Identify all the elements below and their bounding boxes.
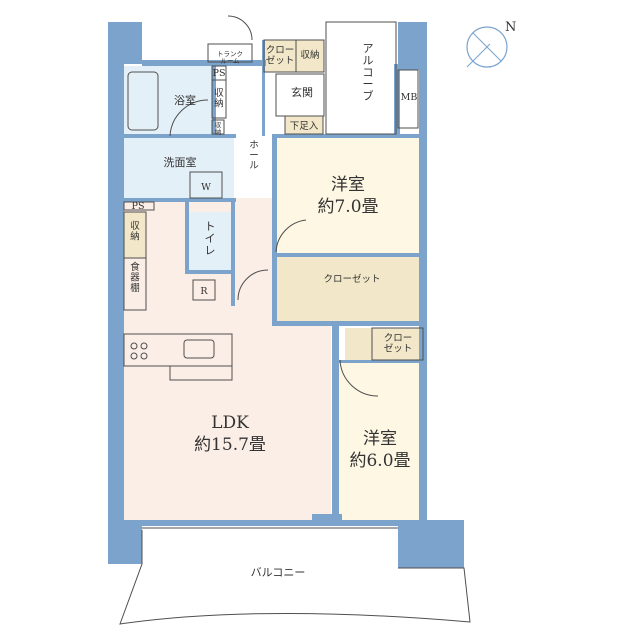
mb-label: MB (401, 92, 418, 103)
compass-axis (472, 32, 502, 62)
fridge-box (192, 279, 216, 301)
storage-small-box (211, 119, 225, 135)
genkan-label: 玄関 (291, 85, 313, 99)
stove-burner-1 (130, 342, 138, 350)
compass-north-icon: N (466, 20, 516, 68)
western1-size: 約7.0畳 (317, 197, 378, 217)
storage-bath-box (211, 79, 227, 119)
ps-mid-label: PS (132, 201, 145, 212)
door-swing-west1 (275, 219, 307, 253)
plan-details (119, 15, 471, 625)
wall-west2-top (339, 360, 423, 363)
kitchen-island (169, 365, 233, 381)
door-swing-entry (227, 15, 253, 41)
trunk-room-label: トランクルーム (217, 50, 243, 65)
wall-toilet-left (185, 202, 189, 274)
door-swing-bath (169, 99, 209, 137)
mb-box (397, 69, 419, 129)
closet-top-floor (264, 40, 324, 72)
storage-top-label: 収納 (300, 49, 319, 61)
closet-top-label: クローゼット (266, 45, 295, 66)
western2-name: 洋室 (363, 429, 397, 449)
bath-floor (124, 66, 212, 135)
washing-machine-box (189, 171, 223, 199)
closet-small-label: クローゼット (384, 333, 413, 354)
storage-left-floor (124, 212, 146, 258)
western-room-2-floor (339, 362, 423, 520)
wall-west1-top (272, 134, 422, 138)
storage-top-box (295, 39, 325, 73)
wall-bath-right (212, 66, 216, 138)
balcony-outline (119, 530, 471, 625)
wall-top (142, 60, 266, 66)
ps-mid-box (123, 201, 155, 211)
alcove-box (325, 21, 397, 135)
w-label: W (201, 182, 211, 193)
stove-burner-4 (140, 352, 148, 360)
shoe-storage-label: 下足入 (290, 121, 319, 132)
alcove-label: アルコーブ (363, 42, 374, 103)
room-labels: トランクルーム クローゼット 収納 アルコーブ MB PS 浴室 収納 収納 玄… (130, 42, 417, 579)
wall-right-lower (398, 520, 464, 568)
trunk-room-box (207, 43, 253, 63)
bathtub (127, 71, 159, 131)
wall-bottom-left-block (108, 520, 142, 564)
ps-top-label: PS (213, 68, 226, 79)
walls (108, 22, 464, 568)
dish-cabinet-box (123, 257, 147, 311)
wall-bath-bottom (124, 134, 236, 138)
closet-wide-label: クローゼット (323, 273, 380, 285)
wall-hall-right (272, 137, 277, 322)
bath-label: 浴室 (174, 93, 196, 107)
toilet-floor (189, 212, 233, 272)
western1-name: 洋室 (331, 175, 365, 195)
storage-small-label: 収納 (215, 121, 222, 136)
wall-genkan-left (262, 40, 265, 136)
closet-small-floor (345, 328, 423, 362)
door-swing-ldk (237, 269, 269, 301)
storage-bath-label: 収納 (214, 87, 224, 109)
compass-n-label: N (505, 20, 516, 35)
shoe-storage-floor (285, 116, 323, 134)
wall-top-left-block (108, 22, 142, 64)
wall-bottom (124, 520, 404, 526)
washroom-floor (124, 137, 234, 200)
wall-right-outer (419, 22, 427, 532)
balcony-label: バルコニー (251, 566, 306, 579)
toilet-label: トイレ (205, 220, 216, 257)
closet-wide-floor (276, 257, 419, 324)
wall-toilet-right (231, 202, 235, 306)
wall-west1-bottom (272, 253, 422, 257)
room-fills (124, 40, 423, 520)
sink (183, 339, 215, 359)
ldk-name: LDK (211, 413, 249, 433)
wall-toilet-bottom (185, 270, 235, 274)
wall-closet-bottom (272, 321, 422, 326)
wall-wash-bottom (124, 198, 236, 202)
dish-cabinet-label: 食器棚 (130, 261, 140, 294)
western-room-1-floor (276, 137, 419, 255)
compass-needle-south (466, 43, 491, 68)
door-swing-west2 (339, 359, 379, 397)
stove-burner-3 (130, 352, 138, 360)
wall-mb (394, 64, 400, 134)
western2-size: 約6.0畳 (349, 451, 410, 471)
compass-ring (466, 26, 508, 68)
washroom-label: 洗面室 (164, 155, 197, 169)
hall-label: ホール (249, 140, 259, 172)
genkan-box (275, 73, 325, 117)
ldk-size: 約15.7畳 (194, 435, 266, 455)
wall-west2-left (332, 326, 339, 522)
r-label: R (200, 286, 208, 297)
storage-left-label: 収納 (130, 220, 140, 242)
wall-left-outer (108, 22, 124, 562)
closet-small-box (371, 327, 424, 361)
stove-burner-2 (140, 342, 148, 350)
